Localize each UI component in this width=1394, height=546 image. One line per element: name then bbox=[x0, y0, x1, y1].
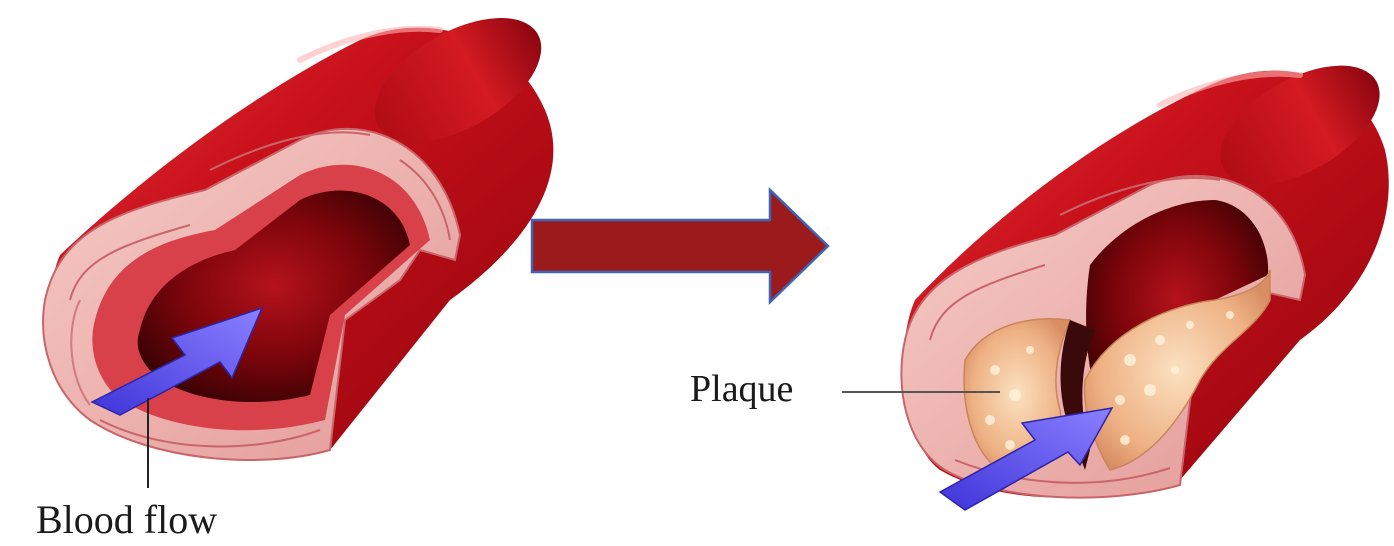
healthy-artery bbox=[43, 0, 562, 488]
blood-flow-label: Blood flow bbox=[36, 496, 217, 543]
plaque-label: Plaque bbox=[690, 367, 793, 411]
transition-arrow bbox=[532, 190, 828, 302]
plaque-artery bbox=[842, 41, 1394, 510]
